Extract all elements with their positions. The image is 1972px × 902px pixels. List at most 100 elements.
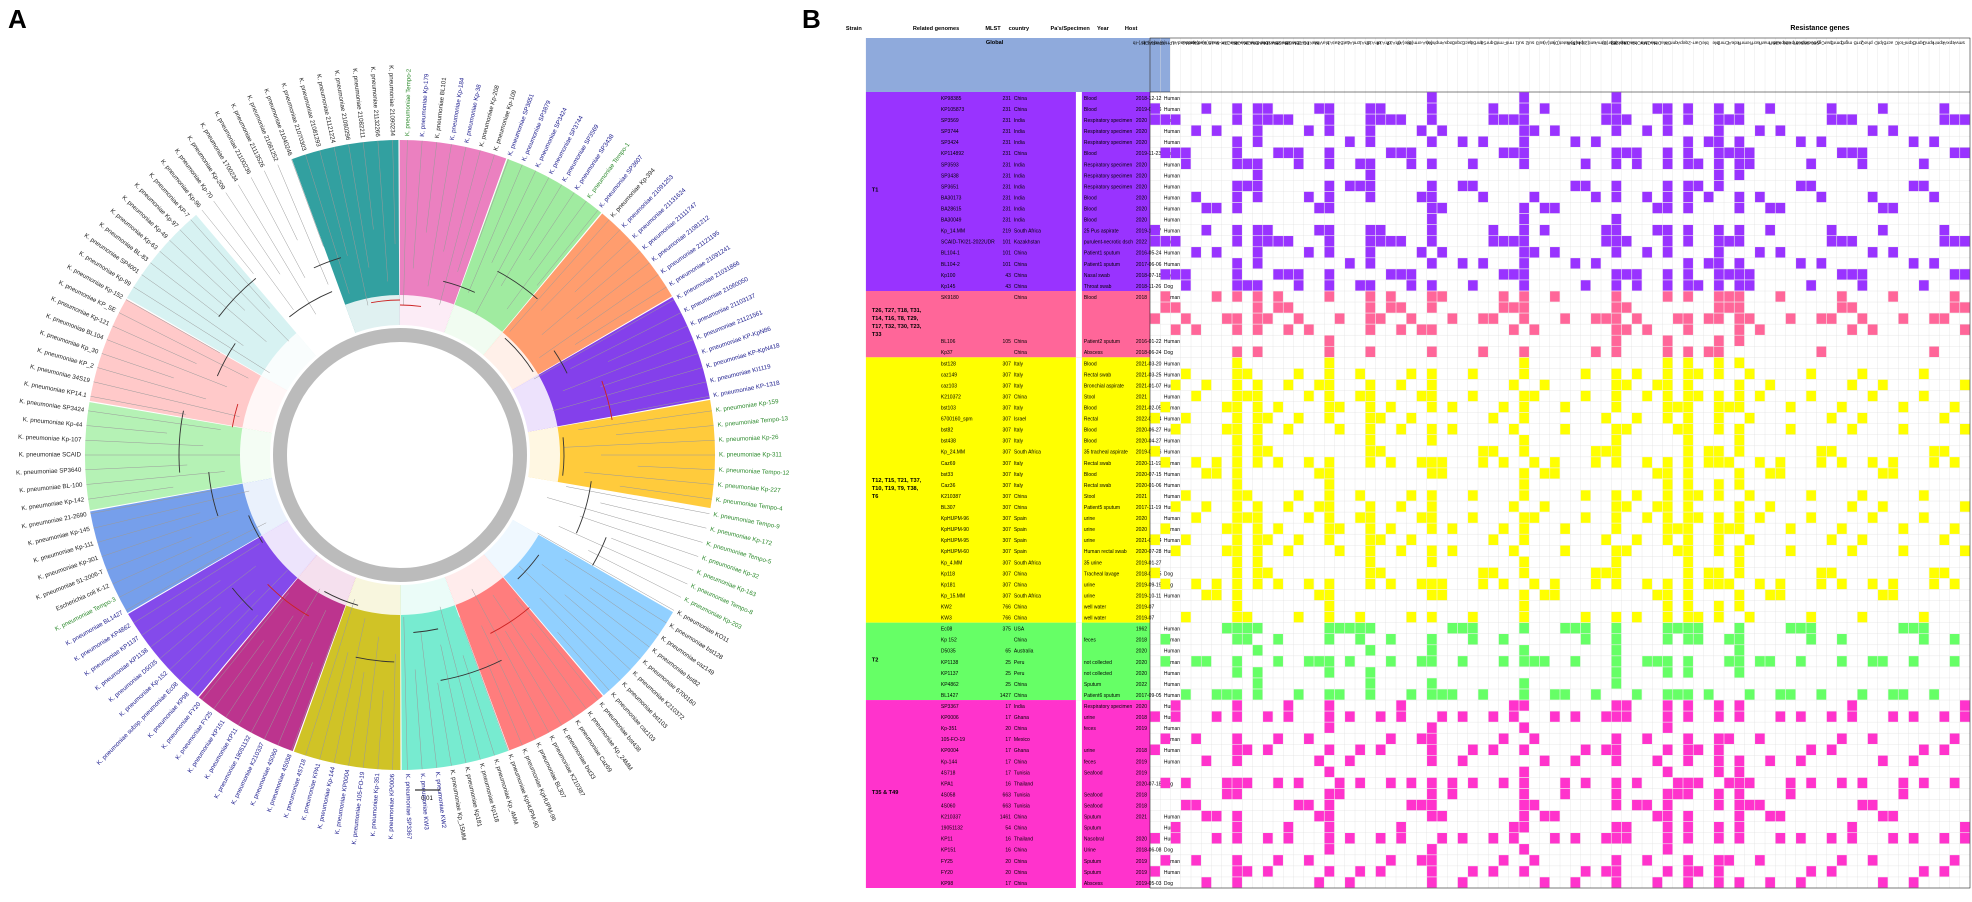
gene-present-cell xyxy=(1488,866,1499,877)
gene-present-cell xyxy=(1662,611,1673,623)
gene-present-cell xyxy=(1816,689,1827,700)
gene-present-cell xyxy=(1714,280,1724,291)
gene-present-cell xyxy=(1375,833,1386,844)
gene-present-cell xyxy=(1232,589,1242,601)
gene-present-cell xyxy=(1611,622,1622,634)
cell-mlst: 307 xyxy=(1003,439,1012,445)
gene-present-cell xyxy=(1601,534,1611,545)
gene-header: sul2 xyxy=(1525,40,1534,46)
cell-country: China xyxy=(1014,605,1027,611)
gene-present-cell xyxy=(1878,501,1888,512)
gene-present-cell xyxy=(1949,114,1960,125)
gene-present-cell xyxy=(1232,114,1242,125)
gene-present-cell xyxy=(1621,147,1632,159)
gene-present-cell xyxy=(1150,833,1160,844)
cell-country: India xyxy=(1014,218,1025,224)
gene-present-cell xyxy=(1283,821,1294,833)
gene-present-cell xyxy=(1509,147,1519,159)
gene-present-cell xyxy=(1775,202,1786,214)
group-label: T1 xyxy=(872,188,879,194)
cell-mlst: 307 xyxy=(1003,461,1012,467)
gene-present-cell xyxy=(1796,833,1806,844)
cell-country: Italy xyxy=(1014,472,1024,478)
gene-present-cell xyxy=(1355,280,1365,291)
gene-present-cell xyxy=(1765,224,1775,236)
gene-present-cell xyxy=(1703,446,1714,457)
gene-present-cell xyxy=(1662,788,1673,800)
gene-present-cell xyxy=(1242,280,1253,291)
cell-mlst: 17 xyxy=(1005,881,1011,887)
leaf-label: K. pneumoniae KP0004 xyxy=(334,769,352,835)
gene-present-cell xyxy=(1232,501,1242,512)
cell-year: 2019 xyxy=(1136,870,1147,876)
gene-present-cell xyxy=(1283,114,1294,125)
gene-present-cell xyxy=(1724,523,1734,534)
gene-header: fosA xyxy=(1421,40,1431,46)
gene-present-cell xyxy=(1683,501,1693,512)
clade-sector xyxy=(85,402,273,511)
gene-present-cell xyxy=(1160,733,1171,744)
cell-genome: KP4862 xyxy=(941,682,959,688)
gene-present-cell xyxy=(1324,379,1335,391)
gene-present-cell xyxy=(1652,103,1663,114)
gene-present-cell xyxy=(1919,744,1929,756)
gene-present-cell xyxy=(1160,236,1171,247)
gene-present-cell xyxy=(1580,280,1591,291)
gene-present-cell xyxy=(1908,180,1919,192)
gene-present-cell xyxy=(1734,589,1745,601)
gene-header: rmtF xyxy=(1504,40,1514,46)
cell-year: 2020 xyxy=(1136,173,1147,179)
cell-specimen: Blood xyxy=(1084,361,1097,367)
leaf-label: K. pneumoniae Kp-144 xyxy=(317,766,337,830)
gene-present-cell xyxy=(1293,313,1304,324)
gene-present-cell xyxy=(1734,799,1745,811)
cell-mlst: 307 xyxy=(1003,571,1012,577)
cell-country: Peru xyxy=(1014,660,1025,666)
gene-present-cell xyxy=(1939,744,1950,756)
gene-present-cell xyxy=(1427,103,1437,114)
gene-present-cell xyxy=(1509,379,1519,391)
cell-host: Human xyxy=(1164,262,1180,268)
cell-country: China xyxy=(1014,151,1027,157)
gene-present-cell xyxy=(1529,855,1540,866)
gene-present-cell xyxy=(1160,147,1171,159)
gene-present-cell xyxy=(1683,667,1693,678)
cell-mlst: 17 xyxy=(1005,737,1011,743)
leaf-label: K. pneumoniae SP3569 xyxy=(561,123,601,183)
gene-present-cell xyxy=(1591,446,1601,457)
gene-present-cell xyxy=(1509,114,1519,125)
tree-center xyxy=(290,345,510,565)
gene-present-cell xyxy=(1191,799,1201,811)
cell-specimen: Stool xyxy=(1084,394,1095,400)
gene-present-cell xyxy=(1683,291,1693,302)
gene-present-cell xyxy=(1252,224,1263,236)
gene-present-cell xyxy=(1632,534,1642,545)
cell-specimen: Patient6 sputum xyxy=(1084,693,1120,699)
gene-present-cell xyxy=(1529,125,1540,136)
gene-present-cell xyxy=(1939,711,1950,722)
gene-present-cell xyxy=(1232,136,1242,147)
gene-present-cell xyxy=(1375,866,1386,877)
gene-present-cell xyxy=(1406,368,1417,380)
gene-present-cell xyxy=(1519,401,1529,413)
gene-present-cell xyxy=(1191,390,1201,402)
cell-year: 2018-11-26 xyxy=(1136,284,1161,290)
cell-specimen: Blood xyxy=(1084,439,1097,445)
gene-present-cell xyxy=(1632,269,1642,280)
gene-present-cell xyxy=(1375,224,1386,236)
gene-present-cell xyxy=(1170,147,1181,159)
gene-present-cell xyxy=(1293,147,1304,159)
gene-present-cell xyxy=(1232,147,1242,159)
gene-present-cell xyxy=(1201,501,1212,512)
cell-genome: BL104-1 xyxy=(941,251,960,257)
gene-present-cell xyxy=(1519,346,1529,358)
gene-present-cell xyxy=(1734,545,1745,557)
gene-present-cell xyxy=(1734,302,1745,313)
cell-specimen: not collected xyxy=(1084,660,1112,666)
gene-present-cell xyxy=(1396,236,1406,247)
gene-header: AAC(6')-Ib xyxy=(1133,40,1156,46)
gene-present-cell xyxy=(1734,147,1745,159)
cell-specimen: Human rectal swab xyxy=(1084,549,1127,555)
gene-header: blaSHV-28 xyxy=(1275,40,1298,46)
gene-present-cell xyxy=(1427,866,1437,877)
